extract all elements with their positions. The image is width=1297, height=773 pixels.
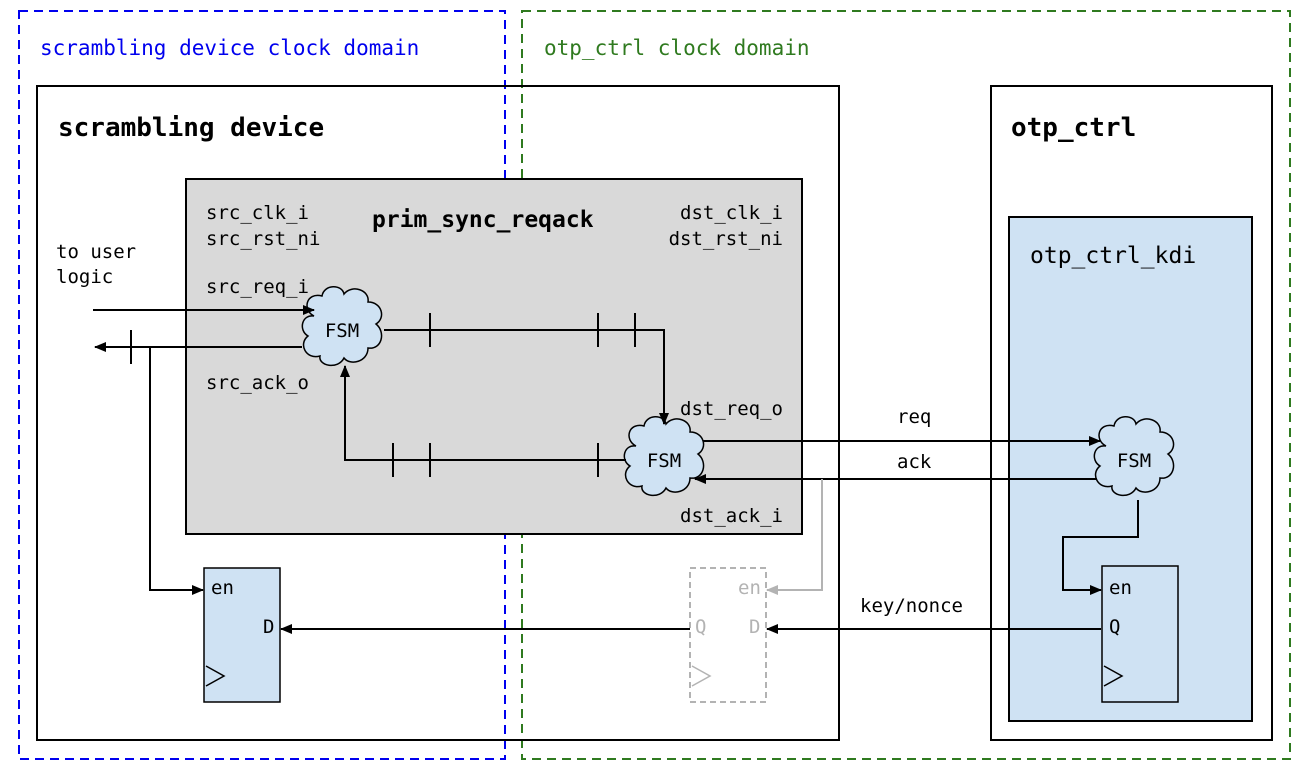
dst-fsm-label: FSM xyxy=(647,450,681,472)
scrambling-clock-domain-label: scrambling device clock domain xyxy=(40,36,419,60)
kdi-fsm-label: FSM xyxy=(1117,450,1151,472)
otp-clock-domain-label: otp_ctrl clock domain xyxy=(544,36,810,60)
src-fsm-cloud: FSM xyxy=(301,286,383,367)
dst-clk-label: dst_clk_i xyxy=(680,202,783,224)
src-clk-label: src_clk_i xyxy=(206,202,309,224)
otp-ctrl-block xyxy=(990,85,1273,741)
scrambling-device-title: scrambling device xyxy=(58,113,324,143)
left-flop: en D xyxy=(203,567,281,703)
src-fsm-label: FSM xyxy=(325,320,359,342)
ack-sync-wire xyxy=(340,365,626,461)
dst-rst-label: dst_rst_ni xyxy=(669,228,783,250)
to-user-logic-label-line1: to user xyxy=(56,241,136,263)
to-user-logic-label-line2: logic xyxy=(56,266,113,288)
req-label: req xyxy=(897,406,931,428)
mid-flop-en-wire xyxy=(766,479,823,595)
dst-req-label: dst_req_o xyxy=(680,398,783,420)
req-sync-wire xyxy=(384,329,669,425)
left-flop-d-label: D xyxy=(263,616,274,638)
mid-flop-d-label: D xyxy=(749,616,760,638)
left-flop-en-label: en xyxy=(211,577,234,599)
otp-ctrl-title: otp_ctrl xyxy=(1011,113,1136,143)
dst-ack-label: dst_ack_i xyxy=(680,505,783,527)
mid-flop-q-label: Q xyxy=(695,616,706,638)
right-flop: en Q xyxy=(1101,565,1179,703)
src-req-label: src_req_i xyxy=(206,276,309,298)
mid-flop: en Q D xyxy=(689,567,767,703)
src-rst-label: src_rst_ni xyxy=(206,228,320,250)
key-nonce-label: key/nonce xyxy=(860,595,963,617)
left-flop-en-wire xyxy=(149,347,204,595)
otp-ctrl-kdi-title: otp_ctrl_kdi xyxy=(1030,243,1196,269)
ack-label: ack xyxy=(897,451,932,473)
right-flop-en-label: en xyxy=(1109,577,1132,599)
dst-fsm-cloud: FSM xyxy=(623,416,705,497)
prim-sync-reqack-title: prim_sync_reqack xyxy=(372,207,594,233)
right-flop-en-wire xyxy=(1062,500,1139,595)
scrambling-device-block xyxy=(36,85,840,741)
mid-flop-en-label: en xyxy=(738,577,761,599)
src-ack-label: src_ack_o xyxy=(206,372,309,394)
kdi-fsm-cloud: FSM xyxy=(1093,416,1175,497)
right-flop-q-label: Q xyxy=(1109,616,1120,638)
